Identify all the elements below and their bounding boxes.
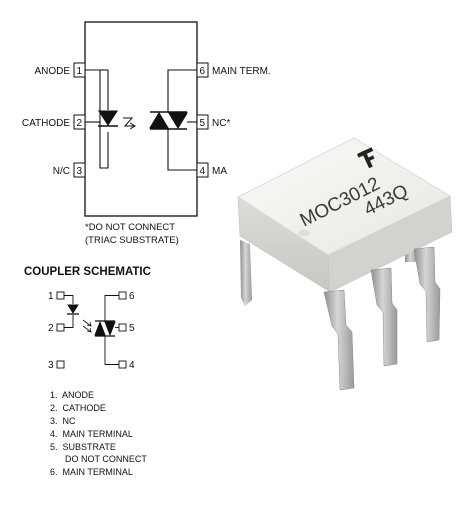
chip-photo: MOC3012 443Q	[237, 137, 453, 391]
legend-item-5-note: DO NOT CONNECT	[50, 454, 147, 464]
coupler-title: COUPLER SCHEMATIC	[24, 266, 151, 278]
coupler-pin-3-box	[56, 360, 65, 369]
coupler-pin-2-box	[56, 323, 65, 332]
pin-label-main-terminal-4: MA	[212, 166, 227, 177]
chip-front-pins	[323, 246, 441, 391]
coupler-pin-3-number: 3	[48, 360, 54, 371]
light-emission-icon	[123, 117, 136, 130]
coupler-led-symbol	[64, 295, 79, 328]
chip-pin-front-middle	[370, 267, 398, 367]
legend-item-3: 3. NC	[50, 416, 76, 426]
coupler-schematic: COUPLER SCHEMATIC 1 2 3 6 5 4	[24, 266, 151, 371]
coupler-pin-5-number: 5	[129, 323, 135, 334]
pin-number-4: 4	[200, 166, 206, 177]
pin-number-3: 3	[77, 166, 83, 177]
pin-label-main-term: MAIN TERM.	[212, 66, 271, 77]
pin-label-anode: ANODE	[34, 66, 70, 77]
pin-number-2: 2	[77, 118, 83, 129]
coupler-pin-4-number: 4	[129, 360, 135, 371]
pin-number-5: 5	[200, 118, 206, 129]
legend-item-1: 1. ANODE	[50, 390, 94, 400]
pin-label-cathode: CATHODE	[22, 118, 70, 129]
coupler-pin-6-box	[118, 291, 127, 300]
chip-pin-front-right	[413, 246, 441, 343]
pin-label-nc: N/C	[53, 166, 70, 177]
coupler-pin-5-box	[118, 323, 127, 332]
legend-item-2: 2. CATHODE	[50, 403, 106, 413]
pin-number-1: 1	[77, 66, 83, 77]
coupler-pin-1-number: 1	[48, 291, 54, 302]
coupler-pin-2-number: 2	[48, 323, 54, 334]
coupler-light-arrows-icon	[82, 319, 92, 333]
legend-item-6: 6. MAIN TERMINAL	[50, 467, 133, 477]
chip-body-top	[237, 137, 451, 256]
note-triac-substrate: (TRIAC SUBSTRATE)	[85, 235, 179, 246]
coupler-pin-4-box	[118, 360, 127, 369]
note-do-not-connect: *DO NOT CONNECT	[85, 222, 175, 233]
pin-label-nc-star: NC*	[212, 118, 230, 129]
pin-legend: 1. ANODE 2. CATHODE 3. NC 4. MAIN TERMIN…	[50, 390, 147, 477]
chip-pin1-dot	[298, 229, 310, 237]
fairchild-logo-icon	[357, 147, 375, 169]
legend-item-5: 5. SUBSTRATE	[50, 442, 116, 452]
coupler-pin-1-box	[56, 291, 65, 300]
coupler-triac-symbol	[94, 295, 119, 365]
led-symbol	[85, 69, 119, 169]
pinout-diagram: 1 2 3 6 5 4 ANODE CATHODE N/C MAIN TERM.…	[22, 21, 271, 246]
legend-item-4: 4. MAIN TERMINAL	[50, 429, 133, 439]
chip-pin-front-left	[323, 289, 355, 391]
pin-box-3	[73, 162, 86, 178]
coupler-pin-6-number: 6	[129, 291, 135, 302]
triac-symbol	[149, 69, 197, 171]
pin-number-6: 6	[200, 66, 206, 77]
